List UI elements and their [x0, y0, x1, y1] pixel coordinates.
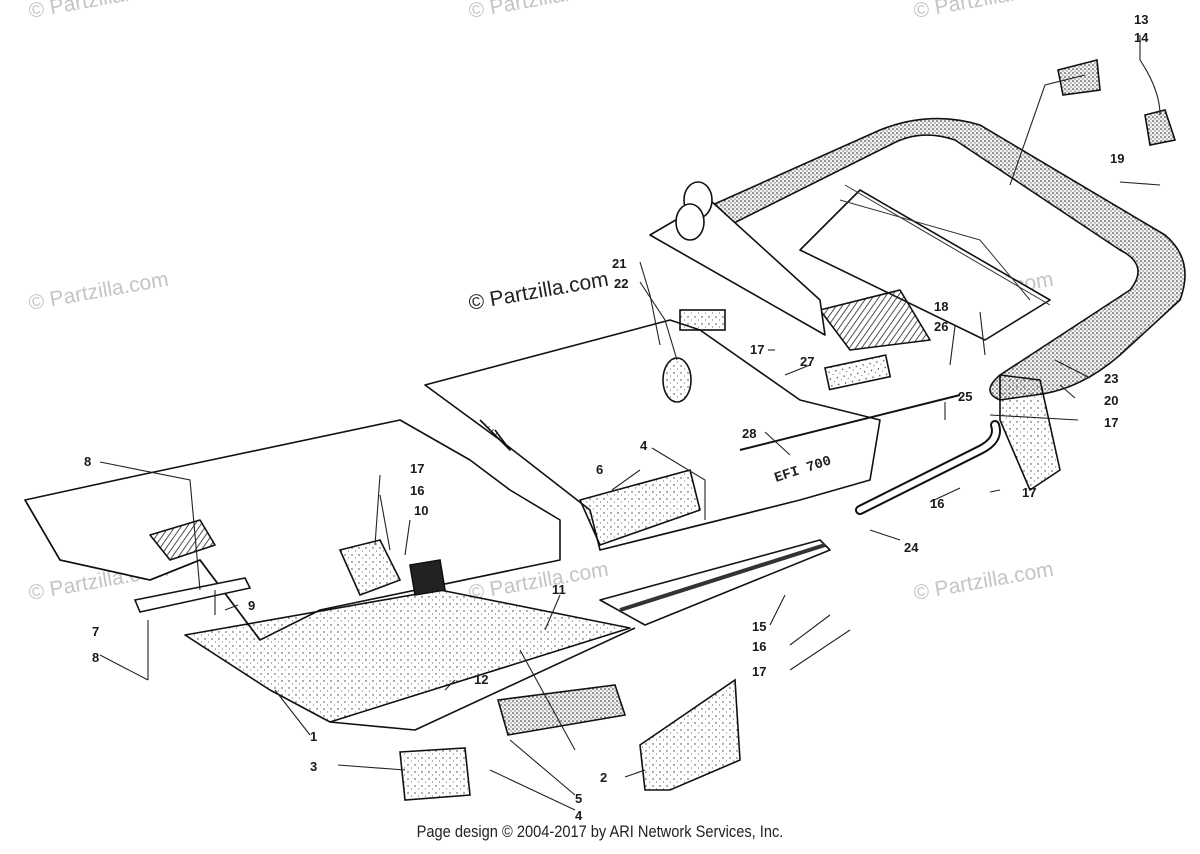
callout-8: 8 — [92, 650, 99, 665]
rear-bumper-rack — [649, 117, 1186, 491]
decal-plates — [133, 58, 1177, 801]
callout-17: 17 — [750, 342, 764, 357]
callout-27: 27 — [800, 354, 814, 369]
callout-9: 9 — [248, 598, 255, 613]
callout-17: 17 — [1104, 415, 1118, 430]
callout-10: 10 — [414, 503, 428, 518]
callout-16: 16 — [752, 639, 766, 654]
callout-17: 17 — [1022, 485, 1036, 500]
leader-lines — [99, 35, 1161, 811]
callout-17: 17 — [410, 461, 424, 476]
watermark: © Partzilla.com — [27, 0, 170, 23]
watermark: © Partzilla.com — [912, 558, 1055, 605]
watermark: © Partzilla.com — [27, 268, 170, 315]
callout-14: 14 — [1134, 30, 1149, 45]
callout-23: 23 — [1104, 371, 1118, 386]
tunnel-center — [424, 319, 881, 551]
callout-19: 19 — [1110, 151, 1124, 166]
callout-3: 3 — [310, 759, 317, 774]
callout-1: 1 — [310, 729, 317, 744]
watermark: © Partzilla.com — [912, 0, 1055, 23]
grab-handle — [739, 354, 1001, 515]
footer-credit: Page design © 2004-2017 by ARI Network S… — [416, 822, 784, 841]
callout-15: 15 — [752, 619, 766, 634]
callout-28: 28 — [742, 426, 756, 441]
callout-labels: 13 14 19 21 22 18 26 17 27 25 23 20 17 2… — [84, 12, 1149, 823]
callout-16: 16 — [930, 496, 944, 511]
callout-13: 13 — [1134, 12, 1148, 27]
callout-4: 4 — [640, 438, 648, 453]
callout-18: 18 — [934, 299, 948, 314]
callout-12: 12 — [474, 672, 488, 687]
callout-4: 4 — [575, 808, 583, 823]
callout-24: 24 — [904, 540, 919, 555]
callout-17: 17 — [752, 664, 766, 679]
running-boards — [184, 539, 831, 731]
watermark: © Partzilla.com — [467, 0, 610, 23]
callout-20: 20 — [1104, 393, 1118, 408]
callout-22: 22 — [614, 276, 628, 291]
callout-16: 16 — [410, 483, 424, 498]
callout-5: 5 — [575, 791, 582, 806]
callout-21: 21 — [612, 256, 626, 271]
center-watermark: © Partzilla.com — [467, 268, 610, 315]
callout-25: 25 — [958, 389, 972, 404]
callout-8: 8 — [84, 454, 91, 469]
callout-7: 7 — [92, 624, 99, 639]
callout-6: 6 — [596, 462, 603, 477]
callout-11: 11 — [552, 582, 566, 597]
callout-2: 2 — [600, 770, 607, 785]
callout-26: 26 — [934, 319, 948, 334]
